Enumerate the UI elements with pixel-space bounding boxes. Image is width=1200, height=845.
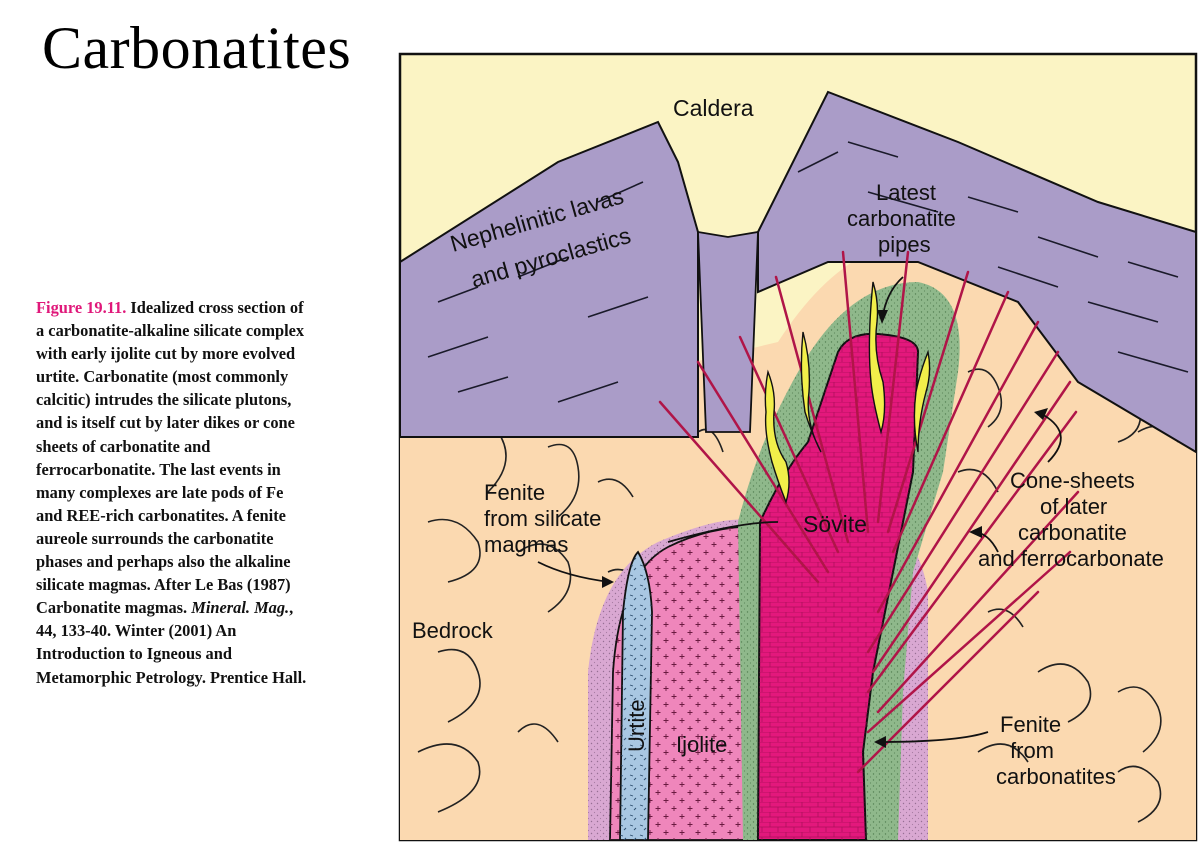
nephelinitic-lavas-right [757,90,1197,454]
caption-line: phases and perhaps also the alkaline [36,552,291,572]
label-pipes-line-3: pipes [878,232,931,257]
label-cone-line-3: carbonatite [1018,520,1127,545]
lava-bedding-lines [427,141,1189,403]
caption-line: a carbonatite-alkaline silicate complex [36,321,305,341]
slide-title: Carbonatites [42,15,352,81]
caption-line: urtite. Carbonatite (most commonly [36,367,289,387]
caption-journal-pre: Carbonatite magmas. [36,598,192,618]
label-fenite-silicate-line-3: magmas [484,532,568,557]
cone-sheets [658,250,1080,774]
caption-line-1: Figure 19.11. Idealized cross section of [36,296,376,319]
caption-line: and is itself cut by later dikes or cone [36,413,295,433]
caption-journal-post: , [289,598,294,618]
label-fenite-carbonatite-line-2: from [1010,738,1054,763]
label-fenite-carbonatite-line-3: carbonatites [996,764,1116,789]
nephelinitic-lavas-left [399,120,699,438]
label-sovite: Sövite [803,511,867,537]
caption-line: many complexes are late pods of Fe [36,482,284,502]
figure-reference: Figure 19.11. [36,298,127,317]
label-ijolite: Ijolite [676,732,727,757]
figure-caption: Figure 19.11. Idealized cross section of… [36,296,376,689]
caption-line-journal: Carbonatite magmas. Mineral. Mag., [36,596,376,619]
arrowheads [602,310,1048,748]
label-caldera: Caldera [673,95,754,121]
label-urtite: Urtite [624,699,649,752]
caption-line-1-rest: Idealized cross section of [126,298,304,317]
label-fenite-carbonatite-line-1: Fenite [1000,712,1061,737]
sovite-texture [758,333,918,840]
caption-journal-title: Mineral. Mag. [191,598,290,618]
caption-line: calcitic) intrudes the silicate plutons, [36,390,292,410]
label-bedrock: Bedrock [412,618,494,643]
label-pipes-line-1: Latest [876,180,936,205]
caption-line: Metamorphic Petrology. Prentice Hall. [36,667,307,687]
caption-line: 44, 133-40. Winter (2001) An [36,621,237,641]
caption-line: sheets of carbonatite and [36,436,211,456]
caption-line: silicate magmas. After Le Bas (1987) [36,575,291,595]
caption-line: with early ijolite cut by more evolved [36,344,296,364]
cross-section-diagram: Caldera Nephelinitic lavas and pyroclast… [398,52,1198,842]
caption-line: aureole surrounds the carbonatite [36,528,274,548]
caption-line: ferrocarbonatite. The last events in [36,459,281,479]
label-cone-line-1: Cone-sheets [1010,468,1135,493]
carbonatite-pipes [764,281,931,505]
caption-line: and REE-rich carbonatites. A fenite [36,505,286,525]
label-cone-line-4: and ferrocarbonate [978,546,1164,571]
caldera-conduit [697,230,759,433]
label-fenite-silicate-line-1: Fenite [484,480,545,505]
caption-line: Introduction to Igneous and [36,644,232,664]
label-pipes-line-2: carbonatite [847,206,956,231]
urtite-texture [620,552,652,840]
label-fenite-silicate-line-2: from silicate [484,506,601,531]
label-cone-line-2: of later [1040,494,1107,519]
